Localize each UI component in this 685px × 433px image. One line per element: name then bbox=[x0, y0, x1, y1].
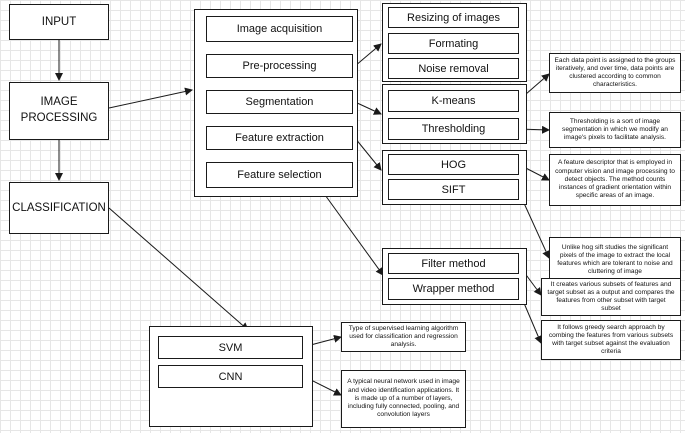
step-image-acquisition: Image acquisition bbox=[206, 16, 353, 42]
step-pre-processing-label: Pre-processing bbox=[242, 60, 317, 72]
note-thresholding-text: Thresholding is a sort of image segmenta… bbox=[562, 117, 668, 142]
step-segmentation: Segmentation bbox=[206, 90, 353, 114]
classifier-svm: SVM bbox=[158, 336, 303, 359]
note-sift: Unlike hog sift studies the significant … bbox=[549, 237, 681, 283]
step-image-acquisition-label: Image acquisition bbox=[236, 23, 323, 35]
method-thresholding-label: Thresholding bbox=[421, 123, 486, 135]
note-thresholding: Thresholding is a sort of image segmenta… bbox=[549, 112, 681, 148]
method-wrapper: Wrapper method bbox=[388, 278, 519, 300]
method-filter: Filter method bbox=[388, 253, 519, 274]
arrow-segmentation-to-methods bbox=[354, 101, 382, 115]
classifier-cnn-label: CNN bbox=[218, 370, 243, 383]
step-feature-extraction: Feature extraction bbox=[206, 126, 353, 150]
note-cnn: A typical neural network used in image a… bbox=[341, 370, 466, 428]
arrow-preprocessing-to-methods bbox=[354, 43, 382, 67]
arrow-image-processing-to-steps bbox=[108, 87, 193, 109]
input-box: INPUT bbox=[9, 4, 109, 40]
note-hog: A feature descriptor that is employed in… bbox=[549, 154, 681, 206]
arrow-feature-selection-to-methods bbox=[319, 187, 384, 276]
method-hog: HOG bbox=[388, 154, 519, 175]
method-noise-removal: Noise removal bbox=[388, 58, 519, 79]
method-filter-label: Filter method bbox=[421, 257, 486, 270]
step-segmentation-label: Segmentation bbox=[245, 96, 314, 108]
note-filter-text: It creates various subsets of features a… bbox=[547, 280, 675, 313]
method-wrapper-label: Wrapper method bbox=[412, 283, 495, 295]
note-cnn-text: A typical neural network used in image a… bbox=[347, 378, 460, 419]
note-filter: It creates various subsets of features a… bbox=[541, 278, 681, 316]
step-feature-selection: Feature selection bbox=[206, 162, 353, 188]
note-kmeans: Each data point is assigned to the group… bbox=[549, 53, 681, 93]
classification-box: CLASSIFICATION bbox=[9, 182, 109, 234]
method-formating: Formating bbox=[388, 33, 519, 54]
method-sift-label: SIFT bbox=[441, 183, 466, 196]
note-sift-text: Unlike hog sift studies the significant … bbox=[557, 243, 673, 276]
method-kmeans-label: K-means bbox=[431, 95, 476, 107]
image-processing-box: IMAGE PROCESSING bbox=[9, 82, 109, 140]
note-svm: Type of supervised learning algorithm us… bbox=[341, 322, 466, 352]
method-noise-removal-label: Noise removal bbox=[418, 62, 489, 75]
method-resizing: Resizing of images bbox=[388, 7, 519, 28]
arrow-classification-to-classifiers bbox=[108, 207, 249, 331]
method-sift: SIFT bbox=[388, 179, 519, 200]
method-thresholding: Thresholding bbox=[388, 118, 519, 140]
step-feature-extraction-label: Feature extraction bbox=[235, 132, 324, 144]
classification-label: CLASSIFICATION bbox=[12, 202, 106, 214]
note-svm-text: Type of supervised learning algorithm us… bbox=[348, 324, 459, 349]
classifier-cnn: CNN bbox=[158, 365, 303, 388]
arrow-feature-extraction-to-methods bbox=[354, 137, 382, 171]
image-processing-label: IMAGE PROCESSING bbox=[20, 96, 98, 124]
step-feature-selection-label: Feature selection bbox=[237, 169, 322, 181]
note-hog-text: A feature descriptor that is employed in… bbox=[555, 159, 675, 200]
method-hog-label: HOG bbox=[440, 158, 467, 171]
step-pre-processing: Pre-processing bbox=[206, 54, 353, 78]
note-kmeans-text: Each data point is assigned to the group… bbox=[554, 56, 676, 89]
input-label: INPUT bbox=[41, 16, 77, 28]
method-kmeans: K-means bbox=[388, 90, 519, 112]
note-wrapper-text: It follows greedy search approach by com… bbox=[548, 323, 674, 356]
method-resizing-label: Resizing of images bbox=[407, 11, 500, 24]
note-wrapper: It follows greedy search approach by com… bbox=[541, 320, 681, 360]
classifier-svm-label: SVM bbox=[218, 341, 243, 354]
method-formating-label: Formating bbox=[428, 37, 479, 50]
